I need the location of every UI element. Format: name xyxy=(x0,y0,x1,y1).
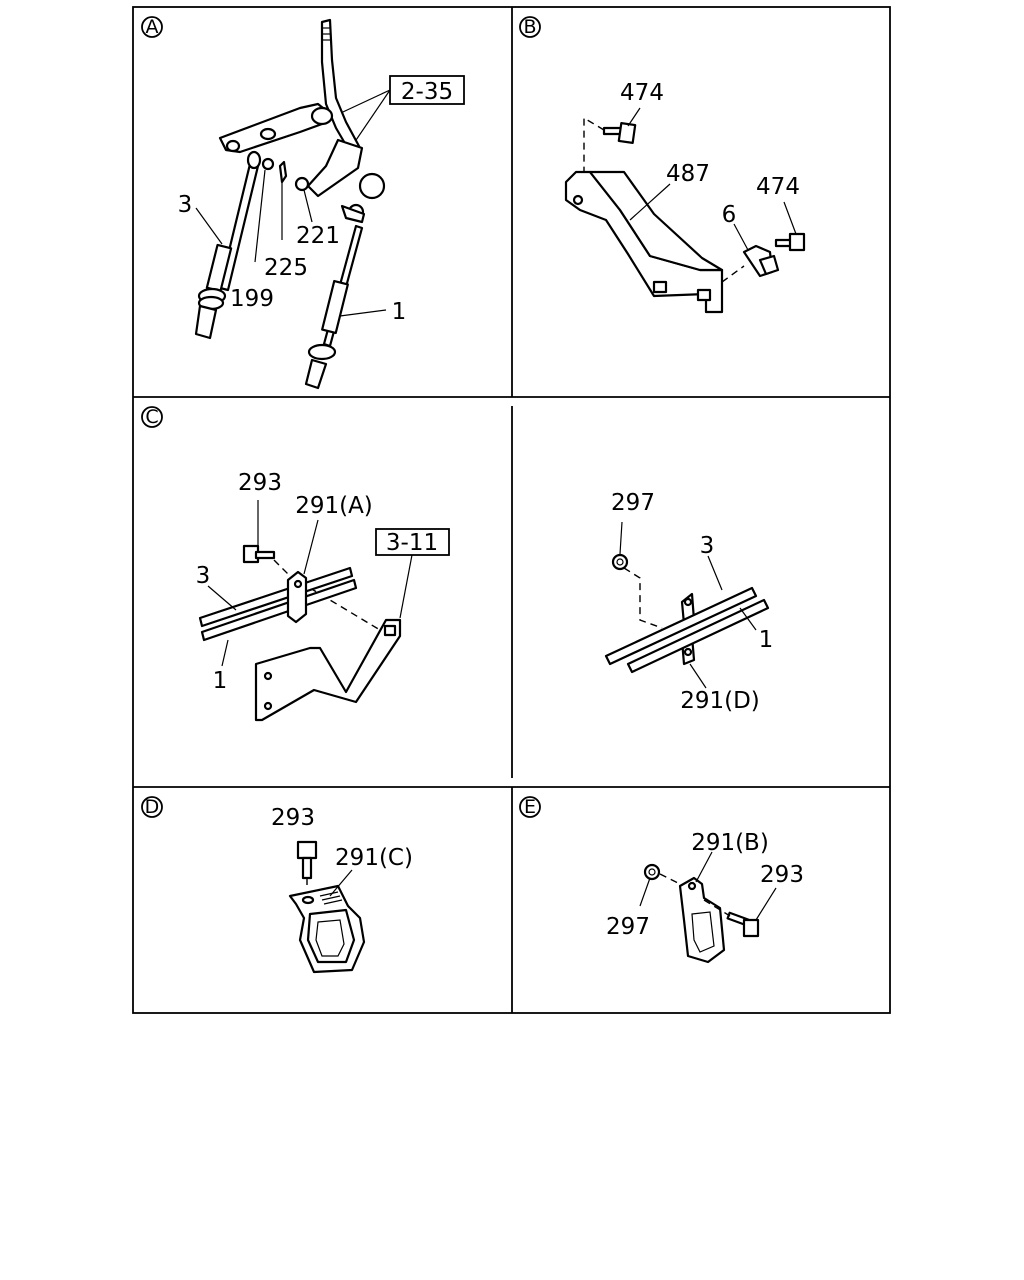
label-c2-1: 1 xyxy=(759,627,774,653)
clamp-291-a xyxy=(286,570,308,624)
label-e-293: 293 xyxy=(760,862,804,888)
panel-c-marker: C xyxy=(141,406,163,428)
panel-a-marker: A xyxy=(141,16,163,38)
label-c-291a: 291(A) xyxy=(295,493,373,519)
label-c-3: 3 xyxy=(196,563,211,589)
nut-297 xyxy=(611,553,629,571)
label-c2-297: 297 xyxy=(611,490,655,516)
bracket-3-11 xyxy=(254,618,402,722)
cable-pair-right xyxy=(604,586,770,674)
panel-c-right: 297 3 1 291(D) xyxy=(604,490,774,714)
label-a-199: 199 xyxy=(230,286,274,312)
panel-c: C 3-11 293 291(A) xyxy=(141,406,450,722)
label-a-221: 221 xyxy=(296,223,340,249)
label-c-1: 1 xyxy=(213,668,228,694)
panel-d-marker: D xyxy=(141,796,163,818)
panel-grid xyxy=(132,6,891,1014)
bolt-474-top xyxy=(602,122,637,144)
label-b-474-right: 474 xyxy=(756,174,800,200)
bolt-axis-line xyxy=(583,116,605,176)
label-d-291c: 291(C) xyxy=(335,845,413,871)
panel-e: E 291(B) 293 297 xyxy=(519,796,804,964)
label-b-474-top: 474 xyxy=(620,80,664,106)
ref-box-3-11: 3-11 xyxy=(375,528,450,619)
label-b-6: 6 xyxy=(722,202,737,228)
panel-b: B 474 487 474 6 xyxy=(519,16,806,314)
label-e-297: 297 xyxy=(606,914,650,940)
bolt-474-right xyxy=(774,232,806,252)
label-b-487: 487 xyxy=(666,161,710,187)
label-d-293: 293 xyxy=(271,805,315,831)
label-e-291b: 291(B) xyxy=(691,830,769,856)
clamp-291-b xyxy=(678,876,726,964)
cotter-pin xyxy=(278,160,288,184)
panel-e-marker: E xyxy=(519,796,541,818)
panel-b-letter: B xyxy=(523,16,536,38)
bolt-293-c xyxy=(242,544,276,564)
label-a-1: 1 xyxy=(392,299,407,325)
svg-text:2-35: 2-35 xyxy=(401,79,453,105)
label-a-225: 225 xyxy=(264,255,308,281)
label-a-3: 3 xyxy=(178,192,193,218)
nut-221 xyxy=(294,176,310,192)
washer-225 xyxy=(261,157,275,171)
cable-1-assembly xyxy=(304,204,366,390)
panel-a-letter: A xyxy=(146,16,159,38)
panel-a: A 2-35 xyxy=(141,16,465,390)
panel-b-marker: B xyxy=(519,16,541,38)
panel-d-letter: D xyxy=(145,796,160,818)
label-c-293: 293 xyxy=(238,470,282,496)
bracket-487 xyxy=(564,170,724,314)
panel-d: D 293 291(C) xyxy=(141,796,413,974)
panel-c-letter: C xyxy=(145,406,158,428)
svg-text:3-11: 3-11 xyxy=(386,530,438,556)
bolt-293-d xyxy=(296,840,318,880)
bolt-293-e xyxy=(726,911,760,938)
cable-pair xyxy=(198,566,358,642)
cable-3-assembly xyxy=(194,150,262,340)
label-c2-291d: 291(D) xyxy=(680,688,760,714)
nut-297-e xyxy=(643,863,661,881)
label-c2-3: 3 xyxy=(700,533,715,559)
panel-e-letter: E xyxy=(524,796,536,818)
clamp-291-c xyxy=(288,884,366,974)
clip-6 xyxy=(742,244,780,278)
